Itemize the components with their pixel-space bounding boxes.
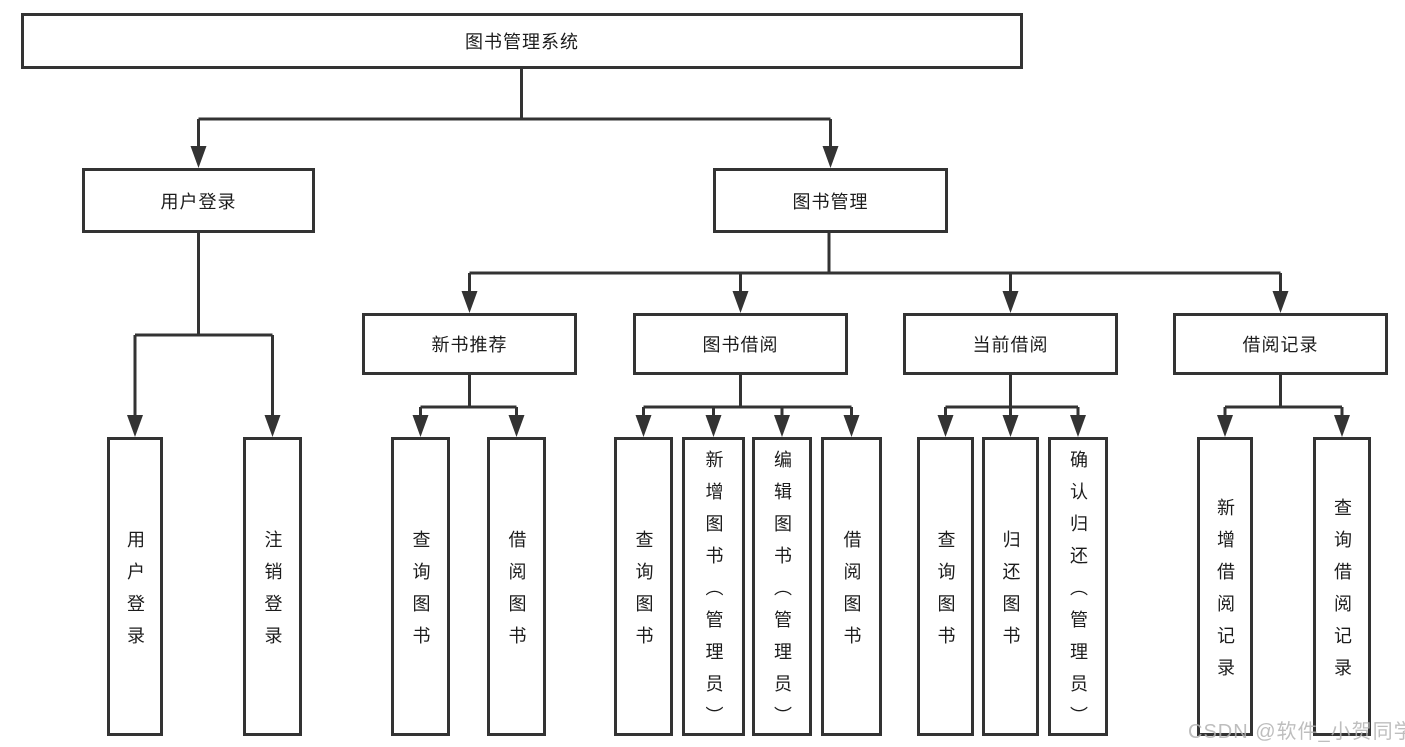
node-label: 归还图书	[1000, 529, 1021, 658]
node-label: 新增借阅记录	[1215, 497, 1235, 690]
node-label: 借阅图书	[506, 529, 527, 658]
node-user-login: 用户登录	[82, 168, 315, 233]
leaf-edit-books-admin: 编辑图书（管理员）	[752, 437, 812, 738]
leaf-confirm-return-admin: 确认归还（管理员）	[1048, 437, 1108, 738]
node-book-borrowing: 图书借阅	[633, 313, 848, 375]
leaf-query-books-borrow: 查询图书	[614, 437, 673, 736]
node-label: 编辑图书（管理员）	[772, 449, 792, 738]
leaf-add-books-admin: 新增图书（管理员）	[682, 437, 745, 738]
node-label: 当前借阅	[972, 335, 1049, 355]
leaf-borrow-books-recommend: 借阅图书	[487, 437, 546, 736]
node-label: 借阅图书	[841, 529, 862, 658]
leaf-query-books-current: 查询图书	[917, 437, 974, 736]
node-label: 图书管理系统	[465, 32, 579, 52]
node-label: 新书推荐	[431, 335, 508, 355]
leaf-logout: 注销登录	[243, 437, 302, 736]
node-current-borrowing: 当前借阅	[903, 313, 1118, 375]
node-borrowing-records: 借阅记录	[1173, 313, 1388, 375]
node-label: 确认归还（管理员）	[1068, 449, 1088, 738]
node-new-book-recommendation: 新书推荐	[362, 313, 577, 375]
node-label: 查询图书	[633, 529, 654, 658]
node-book-management: 图书管理	[713, 168, 948, 233]
node-label: 图书借阅	[702, 335, 779, 355]
node-label: 图书管理	[792, 191, 869, 212]
leaf-add-borrow-record: 新增借阅记录	[1197, 437, 1253, 736]
leaf-query-books-recommend: 查询图书	[391, 437, 450, 736]
leaf-user-login: 用户登录	[107, 437, 163, 736]
node-label: 借阅记录	[1242, 335, 1319, 355]
leaf-query-borrow-record: 查询借阅记录	[1313, 437, 1371, 736]
node-label: 查询图书	[935, 529, 956, 658]
csdn-watermark: CSDN @软件_小贺同学	[1188, 721, 1405, 743]
node-label: 查询借阅记录	[1332, 497, 1352, 690]
node-label: 查询图书	[410, 529, 431, 658]
node-label: 注销登录	[262, 529, 283, 658]
node-label: 新增图书（管理员）	[703, 449, 724, 738]
leaf-return-books: 归还图书	[982, 437, 1039, 736]
node-library-management-system: 图书管理系统	[21, 13, 1023, 69]
node-label: 用户登录	[125, 529, 145, 658]
leaf-borrow-books: 借阅图书	[821, 437, 882, 736]
node-label: 用户登录	[160, 191, 237, 212]
